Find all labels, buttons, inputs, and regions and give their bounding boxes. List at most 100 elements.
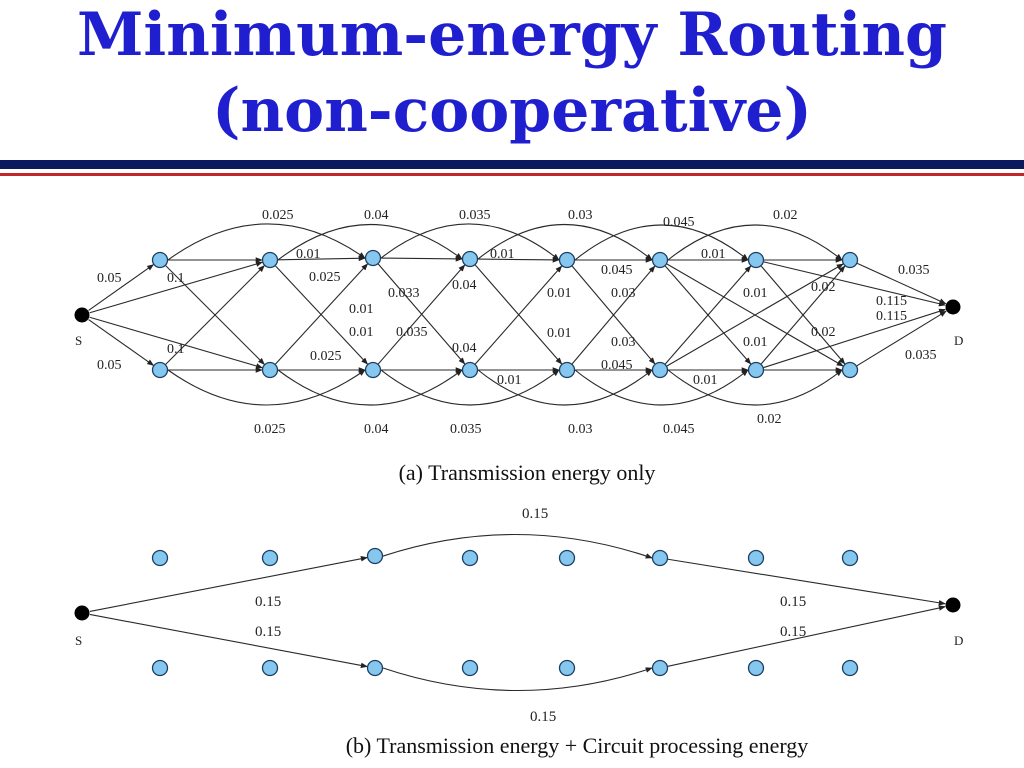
route-edge — [763, 308, 947, 369]
route-edge — [380, 223, 560, 261]
relay-node — [364, 249, 382, 267]
edge-label: 0.15 — [780, 594, 806, 610]
endpoint-node — [74, 605, 90, 621]
relay-node — [651, 361, 669, 379]
edge-label: 0.01 — [743, 335, 768, 350]
relay-node — [747, 251, 765, 269]
route-edge — [167, 369, 366, 406]
edge-label: 0.01 — [349, 325, 374, 340]
relay-node — [841, 659, 859, 677]
edge-label: 0.04 — [364, 208, 389, 223]
route-edge — [167, 223, 366, 261]
edge-label: 0.01 — [547, 326, 572, 341]
slide-title-line-2: (non-cooperative) — [212, 76, 812, 146]
edge-label: 0.03 — [611, 286, 636, 301]
diagram-b-edge-labels: 0.15 0.15 0.15 0.15 0.15 0.15 S D — [75, 506, 963, 725]
relay-node — [461, 549, 479, 567]
route-edge — [380, 256, 463, 262]
relay-node — [364, 361, 382, 379]
route-edge — [667, 558, 946, 606]
relay-node — [558, 361, 576, 379]
route-edge — [380, 369, 560, 406]
edge-label: 0.01 — [701, 247, 726, 262]
route-edge — [88, 264, 155, 311]
route-edge — [275, 265, 369, 365]
route-edge — [760, 265, 846, 365]
diagram-a-edge-labels: 0.025 0.04 0.035 0.03 0.045 0.02 0.05 0.… — [75, 208, 963, 437]
relay-node — [558, 549, 576, 567]
slide-title-line-1: Minimum-energy Routing — [77, 0, 947, 70]
route-edge — [477, 224, 653, 261]
relay-node — [151, 251, 169, 269]
edge-label: 0.15 — [780, 624, 806, 640]
edge-label: 0.03 — [568, 208, 593, 223]
edge-label: 0.115 — [876, 309, 907, 324]
destination-label: D — [954, 333, 963, 348]
route-edge — [474, 265, 563, 365]
edge-label: 0.035 — [898, 263, 930, 278]
route-edge — [574, 224, 749, 261]
route-edge — [667, 224, 843, 261]
endpoint-node — [74, 307, 90, 323]
edge-label: 0.01 — [490, 247, 515, 262]
edge-label: 0.025 — [262, 208, 294, 223]
route-edge — [857, 262, 947, 305]
route-edge — [664, 265, 752, 365]
source-label: S — [75, 333, 82, 348]
relay-node — [747, 549, 765, 567]
edge-label: 0.01 — [296, 247, 321, 262]
route-edge — [277, 255, 366, 262]
route-edge — [382, 533, 653, 559]
edge-label: 0.05 — [97, 271, 122, 286]
relay-node — [461, 659, 479, 677]
relay-node — [651, 659, 669, 677]
route-edge — [477, 369, 653, 406]
route-edge — [89, 555, 368, 613]
diagram-a-caption: (a) Transmission energy only — [399, 460, 656, 485]
edge-label: 0.04 — [452, 278, 477, 293]
route-edge — [763, 261, 946, 307]
relay-node — [151, 549, 169, 567]
route-edge — [277, 369, 463, 406]
source-label: S — [75, 633, 82, 648]
route-edge — [667, 605, 946, 667]
relay-node — [261, 659, 279, 677]
edge-label: 0.02 — [811, 325, 836, 340]
edge-label: 0.02 — [811, 280, 836, 295]
edge-label: 0.03 — [568, 422, 593, 437]
title-divider-navy — [0, 160, 1024, 169]
relay-node — [261, 251, 279, 269]
relay-node — [747, 361, 765, 379]
edge-label: 0.115 — [876, 294, 907, 309]
edge-label: 0.15 — [255, 624, 281, 640]
relay-node — [151, 659, 169, 677]
edge-label: 0.045 — [663, 422, 695, 437]
edge-label: 0.035 — [396, 325, 428, 340]
relay-node — [461, 361, 479, 379]
diagram-a-edges — [88, 223, 947, 406]
edge-label: 0.035 — [905, 348, 937, 363]
edge-label: 0.01 — [743, 286, 768, 301]
relay-node — [261, 549, 279, 567]
edge-label: 0.05 — [97, 358, 122, 373]
route-edge — [477, 257, 560, 263]
edge-label: 0.01 — [349, 302, 374, 317]
relay-node — [747, 659, 765, 677]
edge-label: 0.15 — [530, 709, 556, 725]
diagram-b-nodes — [74, 547, 961, 677]
relay-node — [461, 250, 479, 268]
edge-label: 0.04 — [364, 422, 389, 437]
relay-node — [261, 361, 279, 379]
edge-label: 0.025 — [310, 349, 342, 364]
edge-label: 0.035 — [459, 208, 491, 223]
edge-label: 0.01 — [497, 373, 522, 388]
edge-label: 0.03 — [611, 335, 636, 350]
relay-node — [841, 251, 859, 269]
route-edge — [88, 319, 155, 366]
relay-node — [558, 659, 576, 677]
relay-node — [366, 659, 384, 677]
edge-label: 0.1 — [167, 271, 185, 286]
edge-label: 0.033 — [388, 286, 420, 301]
route-edge — [571, 265, 656, 365]
edge-label: 0.01 — [547, 286, 572, 301]
